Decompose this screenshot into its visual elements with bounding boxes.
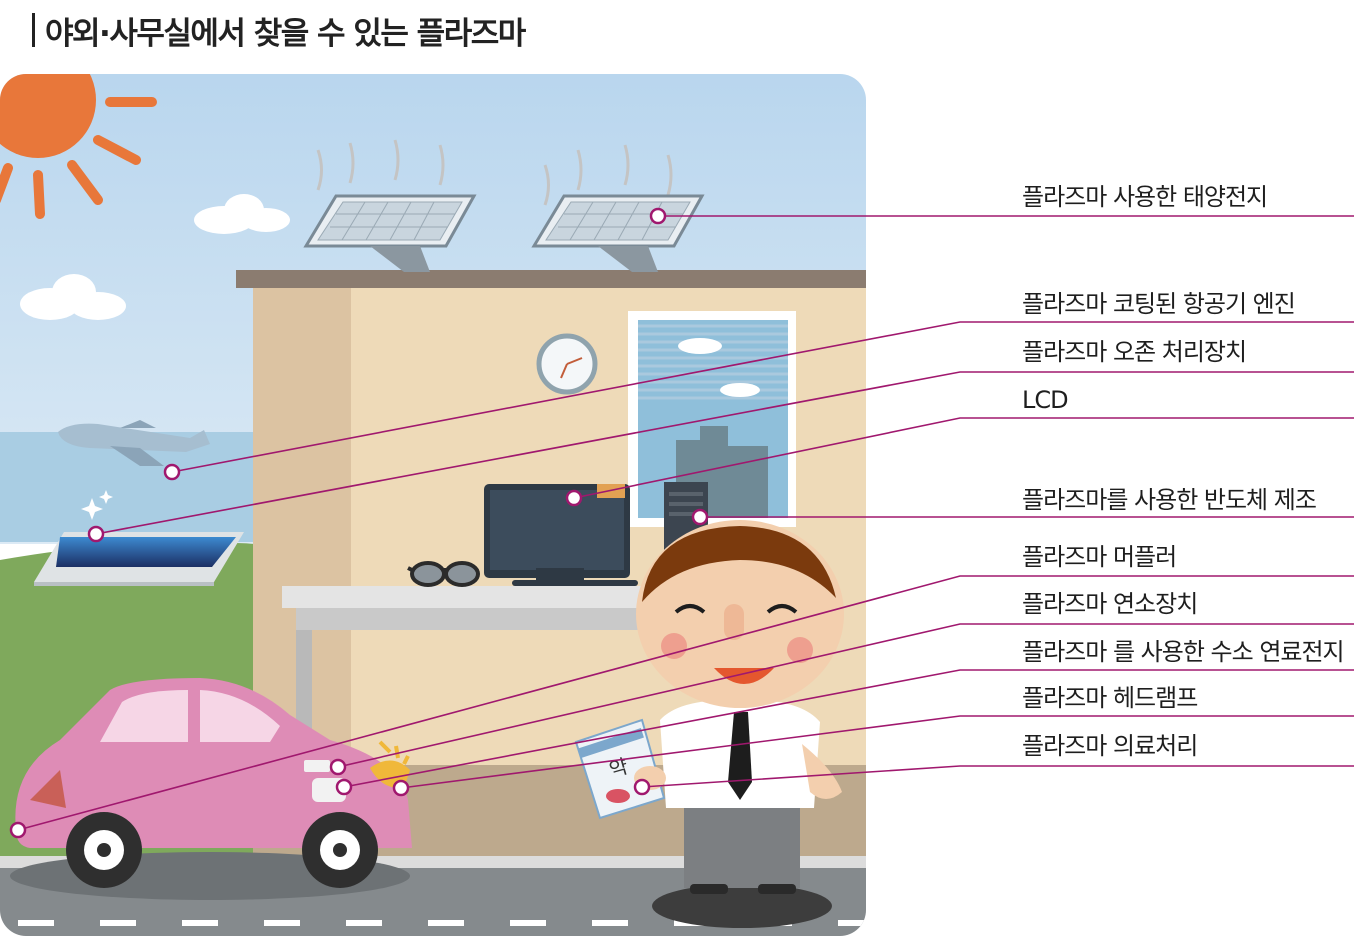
leader-line-combustion <box>337 623 1354 768</box>
label-fuel-cell: 플라즈마 를 사용한 수소 연료전지 <box>1022 638 1345 666</box>
wall-clock <box>536 333 598 395</box>
person <box>636 520 844 928</box>
label-ozone-device: 플라즈마 오존 처리장치 <box>1022 338 1247 366</box>
title-bar <box>32 13 35 47</box>
leader-line-fuel-cell <box>343 669 1354 788</box>
sun <box>0 74 157 219</box>
label-combustion: 플라즈마 연소장치 <box>1022 590 1198 618</box>
label-solar-cell: 플라즈마 사용한 태양전지 <box>1022 183 1268 211</box>
title-text: 야외·사무실에서 찾을 수 있는 플라즈마 <box>45 15 526 52</box>
marker-headlamp <box>392 779 410 797</box>
marker-fuel-cell <box>335 778 353 796</box>
leader-line-aircraft-engine <box>171 321 1354 473</box>
marker-aircraft-engine <box>163 463 181 481</box>
airplane <box>58 420 210 466</box>
label-aircraft-engine: 플라즈마 코팅된 항공기 엔진 <box>1022 290 1296 318</box>
leader-line-lcd <box>573 417 1354 499</box>
window <box>628 311 796 527</box>
leader-line-headlamp <box>400 715 1354 789</box>
leader-line-medical <box>641 765 1354 788</box>
page-title: 야외·사무실에서 찾을 수 있는 플라즈마 <box>32 8 526 52</box>
leader-line-ozone-device <box>95 371 1354 535</box>
label-headlamp: 플라즈마 헤드램프 <box>1022 684 1198 712</box>
label-semiconductor: 플라즈마를 사용한 반도체 제조 <box>1022 486 1317 514</box>
label-muffler: 플라즈마 머플러 <box>1022 543 1177 571</box>
scene-background: 약 <box>0 74 866 936</box>
marker-combustion <box>329 758 347 776</box>
clouds <box>20 194 290 320</box>
marker-muffler <box>9 821 27 839</box>
label-lcd: LCD <box>1022 386 1069 414</box>
ozone-device <box>34 490 244 586</box>
marker-ozone-device <box>87 525 105 543</box>
desk <box>282 586 686 780</box>
leader-line-muffler <box>17 575 1354 831</box>
label-medical: 플라즈마 의료처리 <box>1022 732 1198 760</box>
car <box>10 678 412 900</box>
solar-panel-left <box>303 139 477 272</box>
glasses <box>407 561 480 587</box>
marker-lcd <box>565 489 583 507</box>
marker-medical <box>633 778 651 796</box>
marker-solar-cell <box>649 207 667 225</box>
marker-semiconductor <box>691 508 709 526</box>
leader-lines <box>9 207 1354 839</box>
monitor <box>484 484 638 586</box>
